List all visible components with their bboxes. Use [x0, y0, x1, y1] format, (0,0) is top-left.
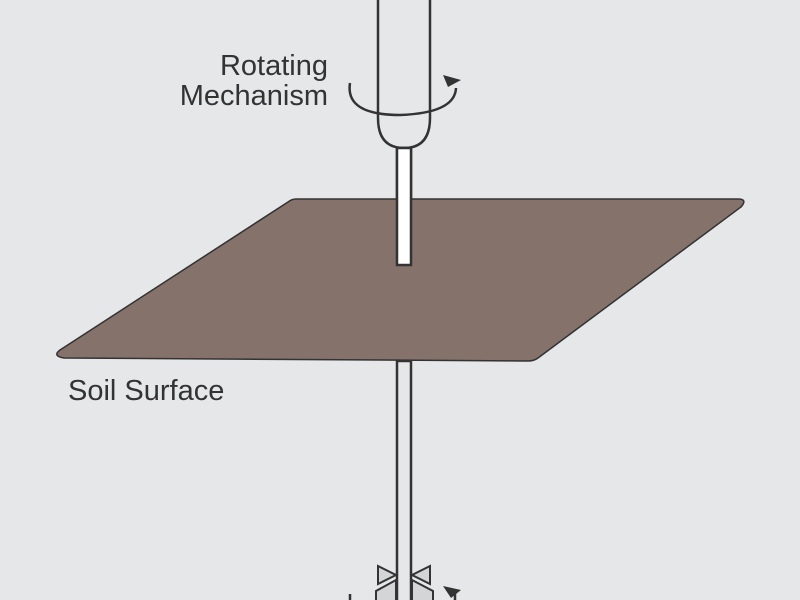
rotation-arrow-icon: [348, 82, 458, 117]
blade-left: [377, 564, 399, 586]
blade-right: [409, 564, 431, 586]
blade-right-lower: [411, 578, 434, 600]
rotation-arrowhead-icon: [443, 75, 461, 87]
lower-arrowhead-icon: [443, 586, 461, 598]
shaft-upper-front: [395, 146, 413, 267]
soil-surface-plane: [56, 198, 745, 362]
shaft-lower: [395, 359, 413, 600]
rotating-housing: [376, 0, 432, 150]
blade-left-lower: [375, 578, 397, 600]
rotating-label-line1: Rotating: [219, 50, 328, 82]
rotating-label-line2: Mechanism: [179, 80, 328, 112]
soil-surface-label: Soil Surface: [68, 375, 225, 407]
rotating-mechanism-label: Rotating Mechanism: [160, 51, 328, 111]
